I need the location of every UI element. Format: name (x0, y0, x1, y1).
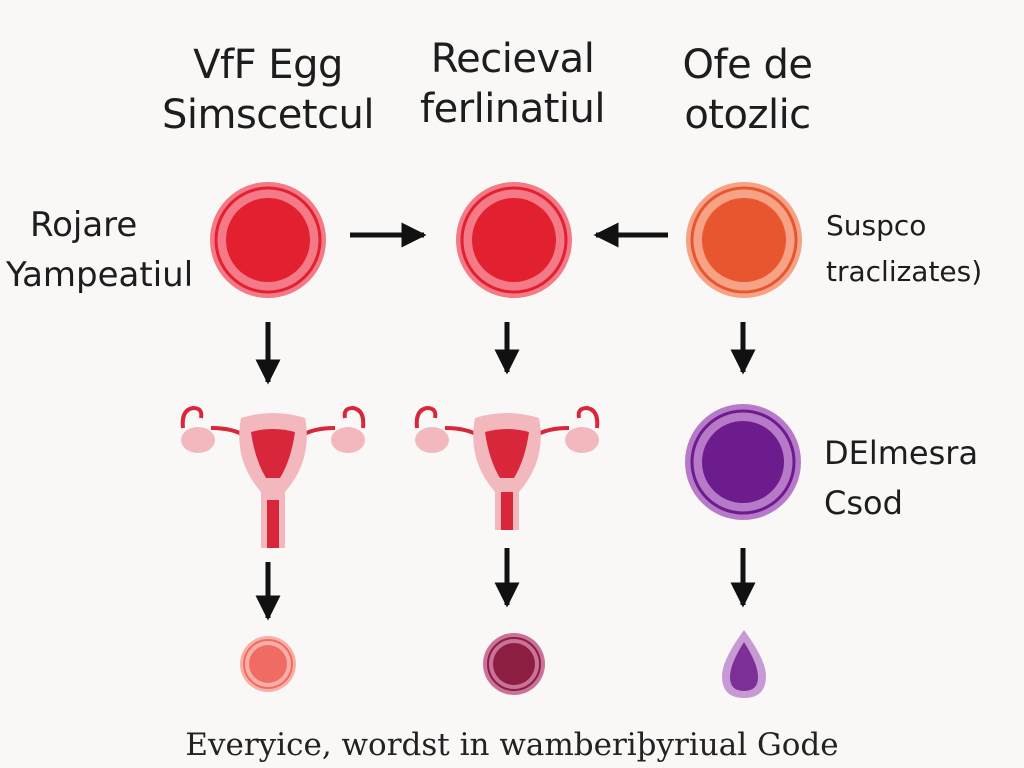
side-label-right-top-line2: traclizates) (826, 255, 983, 288)
side-label-right-mid-line1: DElmesra (824, 434, 979, 472)
column-title-1-line2: Simscetcul (161, 92, 375, 138)
egg-cell-icon (686, 182, 802, 298)
uterus-icon (414, 405, 600, 530)
uterus-icon (180, 405, 366, 548)
column-title-3-line1: Ofe de (682, 42, 813, 88)
side-label-right-mid: DElmesra Csod (824, 428, 978, 528)
egg-cell-icon (483, 633, 545, 695)
column-title-3: Ofe de otozlic (650, 40, 845, 140)
column-title-2: Recieval ferlinatiul (400, 34, 625, 134)
column-title-3-line2: otozlic (684, 92, 811, 138)
side-label-left-line2: Yampeatiul (6, 255, 194, 295)
side-label-left-line1: Rojare (30, 205, 138, 245)
egg-cell-icon (456, 182, 572, 298)
column-title-2-line2: ferlinatiul (420, 86, 606, 132)
side-label-right-top: Suspco traclizates) (826, 203, 982, 295)
embryo-icon (685, 404, 801, 520)
side-label-right-top-line1: Suspco (826, 209, 927, 242)
caption: Everyice, wordst in wamberiþyriual Gode (185, 727, 839, 763)
column-title-1: VfF Egg Simscetcul (158, 40, 378, 140)
column-title-2-line1: Recieval (430, 36, 595, 82)
side-label-left: Rojare Yampeatiul (6, 200, 193, 300)
egg-cell-icon (210, 182, 326, 298)
drop-icon (722, 630, 766, 698)
column-title-1-line1: VfF Egg (193, 42, 343, 88)
egg-cell-icon (240, 636, 296, 692)
side-label-right-mid-line2: Csod (824, 484, 903, 522)
